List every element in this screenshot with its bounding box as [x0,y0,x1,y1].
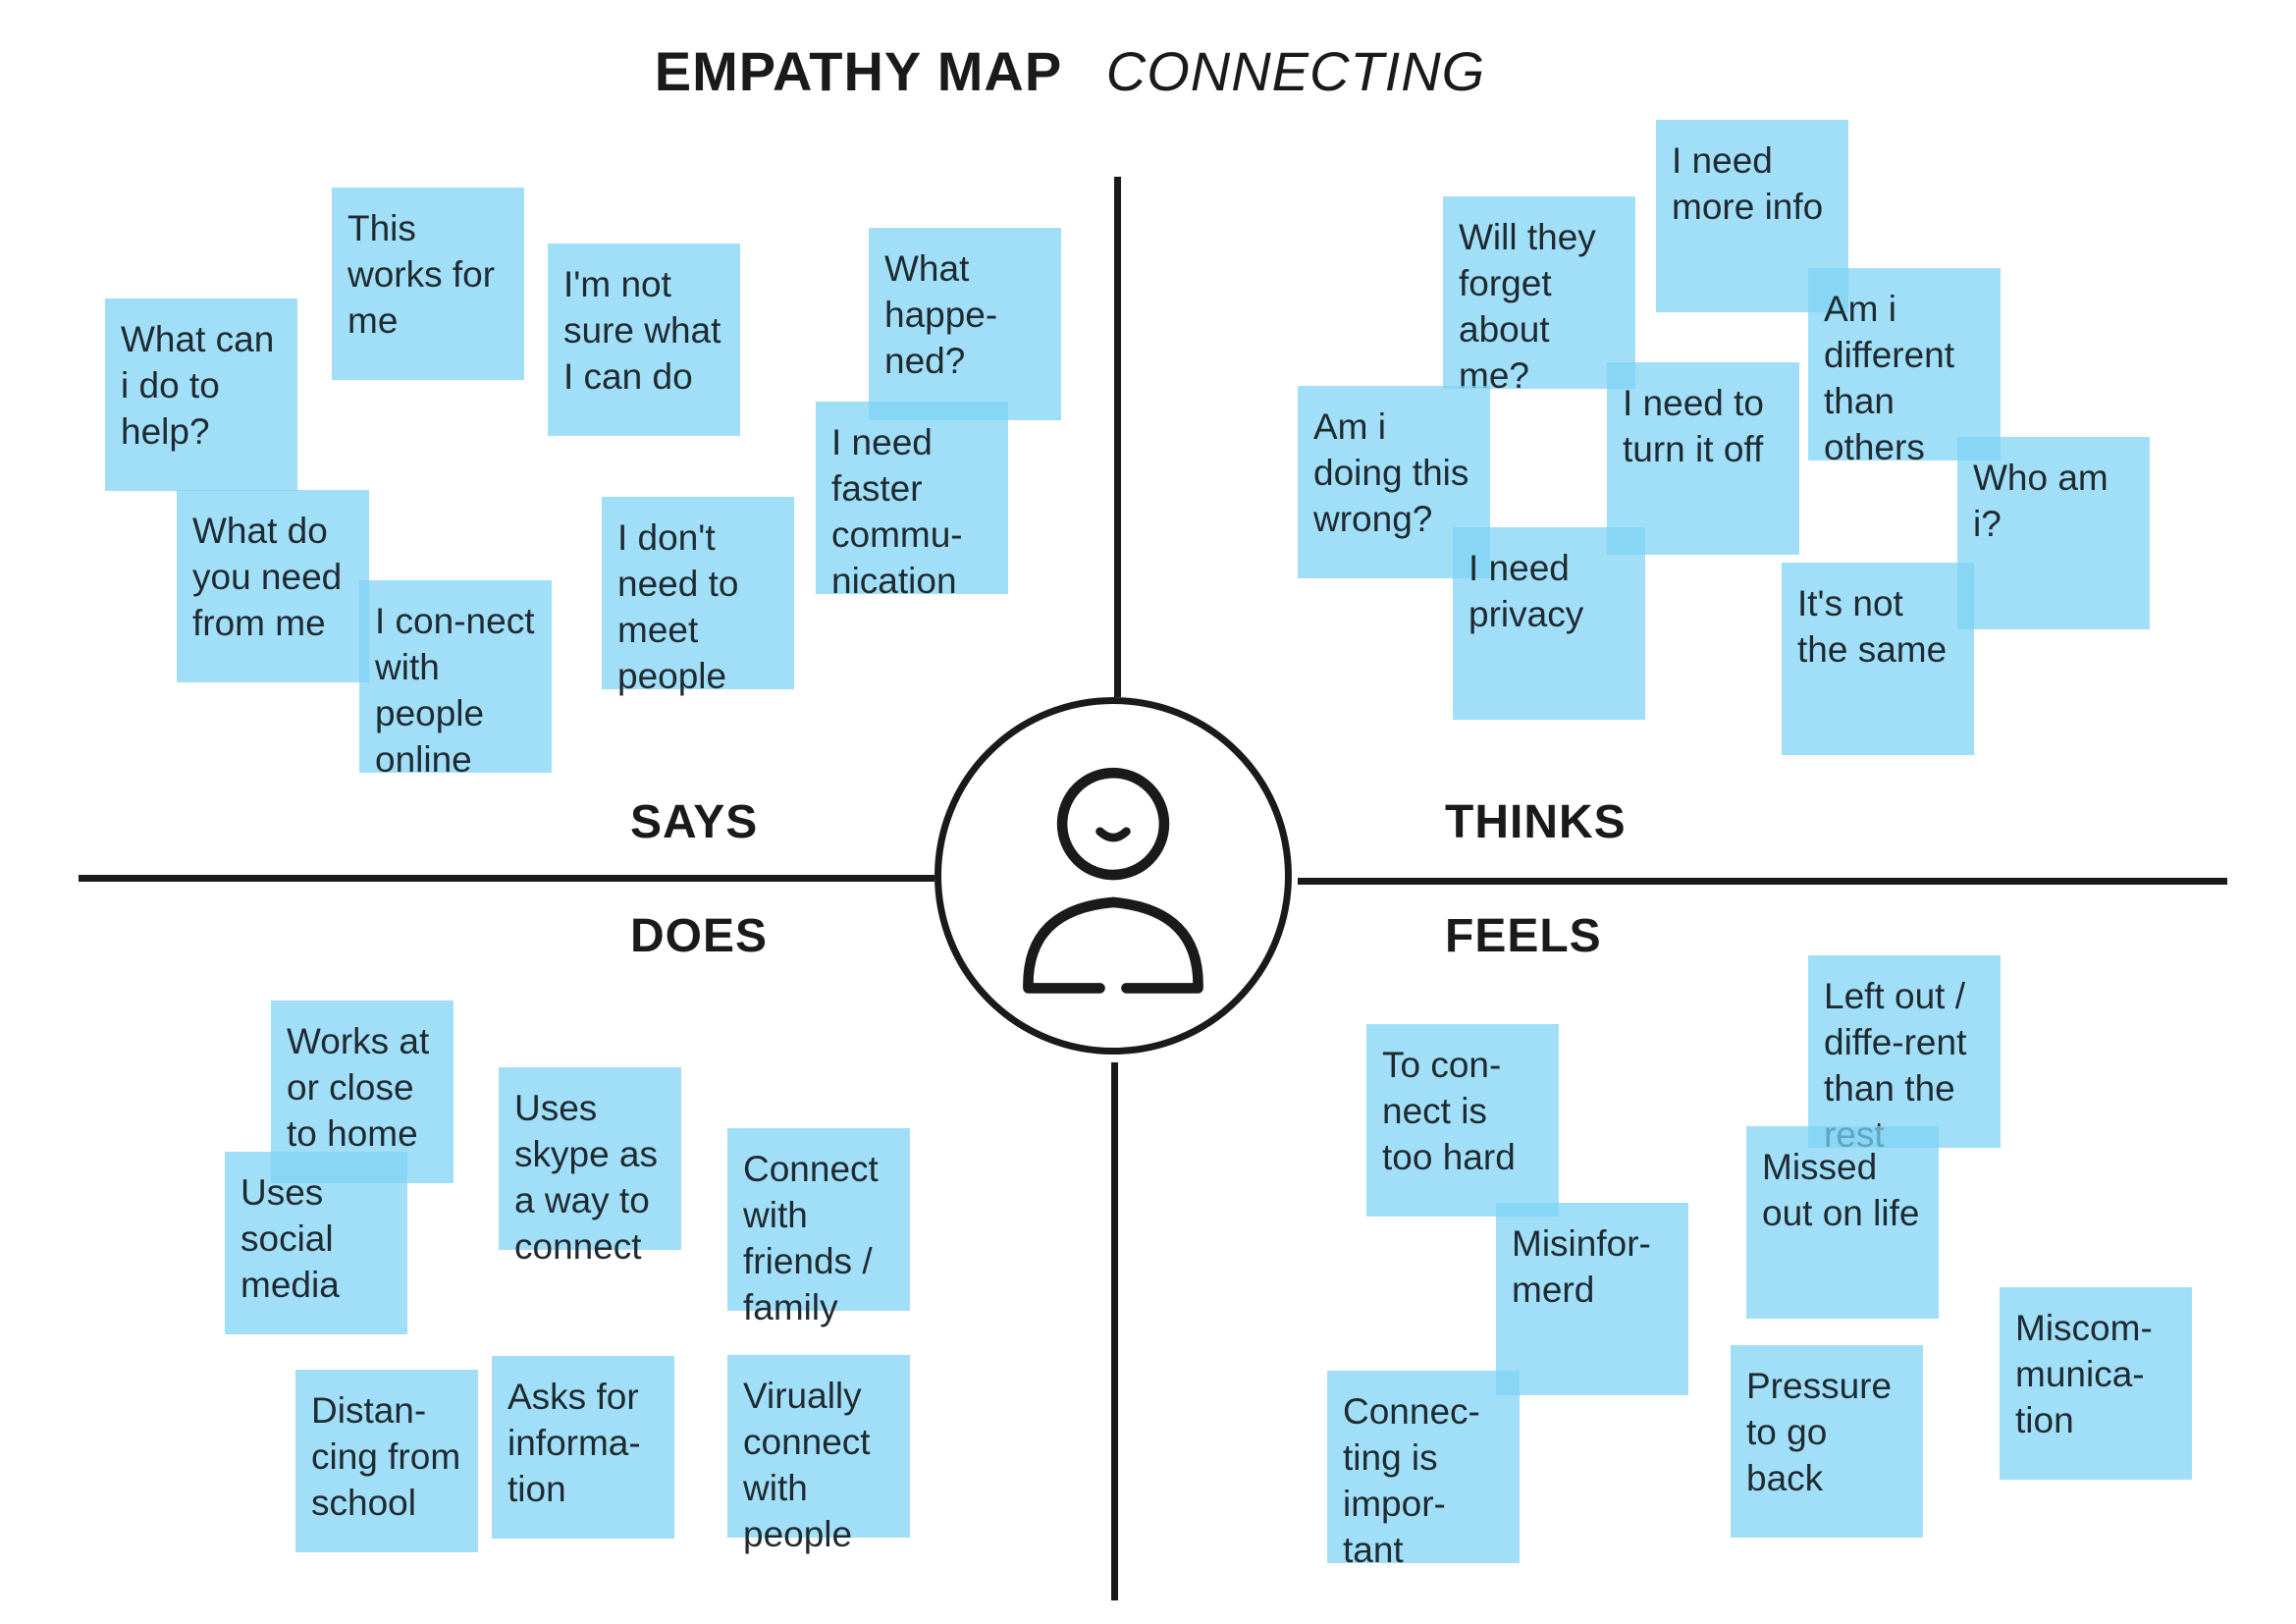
does-note: Distan-cing from school [295,1370,478,1552]
thinks-note: Who am i? [1957,437,2150,629]
feels-note: Left out / diffe-rent than the rest [1808,955,2001,1155]
quadrant-label-says: SAYS [630,796,759,848]
map-title: EMPATHY MAP CONNECTING [0,39,2140,103]
horizontal-axis-right [1298,878,2227,885]
quadrant-label-thinks: THINKS [1445,796,1627,848]
does-note: Connect with friends / family [727,1128,910,1327]
thinks-note: I need more info [1656,120,1848,312]
feels-note: Miscom-munica-tion [2000,1287,2192,1480]
does-note: Asks for informa-tion [492,1356,674,1539]
says-note: This works for me [332,188,524,380]
says-note: I'm not sure what I can do [548,244,740,436]
feels-note: Misinfor-merd [1496,1203,1688,1395]
user-avatar-icon [1023,767,1203,994]
center-circle [934,697,1292,1055]
map-title-main: EMPATHY MAP [654,40,1063,102]
quadrant-label-feels: FEELS [1445,910,1602,962]
vertical-axis-bottom [1111,1062,1118,1600]
says-note: I need faster commu-nication [816,402,1008,601]
does-note: Uses social media [225,1152,407,1334]
says-note: What can i do to help? [105,298,297,491]
thinks-note: I need to turn it off [1607,362,1799,555]
thinks-note: Will they forget about me? [1443,196,1635,396]
horizontal-axis-left [79,875,934,882]
thinks-note: Am i different than others [1808,268,2001,467]
says-note: I con-nect with people online [359,580,552,780]
feels-note: Connec-ting is impor-tant [1327,1371,1520,1570]
vertical-axis-top [1114,177,1121,697]
feels-note: Missed out on life [1746,1126,1939,1319]
thinks-note: It's not the same [1782,563,1974,755]
does-note: Virually connect with people [727,1355,910,1554]
says-note: What happe-ned? [869,228,1061,420]
map-title-subtitle: CONNECTING [1105,40,1486,102]
says-note: What do you need from me [177,490,369,682]
says-note: I don't need to meet people [602,497,794,696]
quadrant-label-does: DOES [630,910,769,962]
thinks-note: I need privacy [1453,527,1645,720]
feels-note: Pressure to go back [1731,1345,1923,1538]
feels-note: To con-nect is too hard [1366,1024,1559,1217]
does-note: Uses skype as a way to connect [499,1067,681,1267]
